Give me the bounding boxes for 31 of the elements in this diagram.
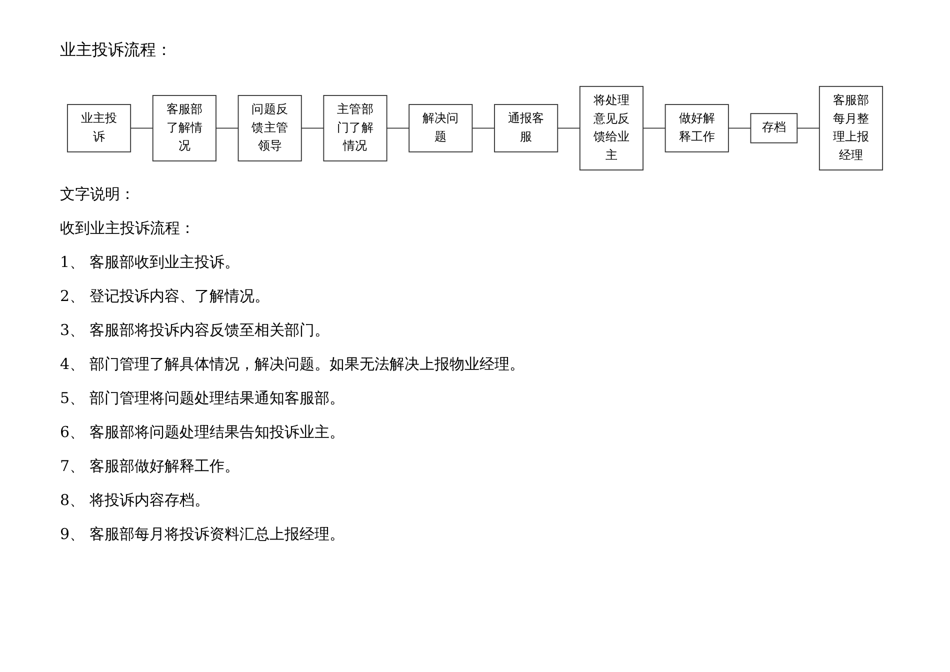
note-text: 5、 部门管理将问题处理结果通知客服部。 (60, 389, 344, 408)
node-box: 客服部每月整理上报经理 (818, 86, 884, 170)
node-box: 客服部了解情况 (152, 95, 216, 162)
note-text: 8、 将投诉内容存档。 (60, 491, 210, 510)
connector (386, 128, 410, 129)
note-text: 9、 客服部每月将投诉资料汇总上报经理。 (60, 525, 344, 544)
node-box: 做好解释工作 (664, 104, 729, 152)
connector (130, 128, 154, 129)
diagram-title: 业主投诉流程： (60, 40, 172, 61)
note-text: 3、 客服部将投诉内容反馈至相关部门。 (60, 321, 330, 340)
node-box: 问题反馈主管领导 (238, 95, 302, 162)
note-text: 6、 客服部将问题处理结果告知投诉业主。 (60, 423, 344, 442)
node-box: 通报客服 (494, 104, 558, 152)
node-box: 将处理意见反馈给业主 (579, 86, 644, 170)
connector (642, 128, 666, 129)
node-box: 存档 (750, 113, 798, 144)
node-box: 主管部门了解情况 (323, 95, 388, 162)
connector (216, 128, 239, 129)
node-box: 解决问题 (408, 104, 473, 152)
node-box: 业主投诉 (66, 104, 132, 152)
note-text: 7、 客服部做好解释工作。 (60, 457, 240, 476)
note-text: 1、 客服部收到业主投诉。 (60, 253, 240, 272)
connector (796, 128, 820, 129)
note-text: 文字说明： (60, 185, 135, 204)
connector (472, 128, 495, 129)
note-text: 4、 部门管理了解具体情况，解决问题。如果无法解决上报物业经理。 (60, 355, 524, 374)
note-text: 收到业主投诉流程： (60, 219, 195, 238)
connector (728, 128, 752, 129)
connector (300, 128, 324, 129)
note-text: 2、 登记投诉内容、了解情况。 (60, 287, 270, 306)
connector (557, 128, 580, 129)
